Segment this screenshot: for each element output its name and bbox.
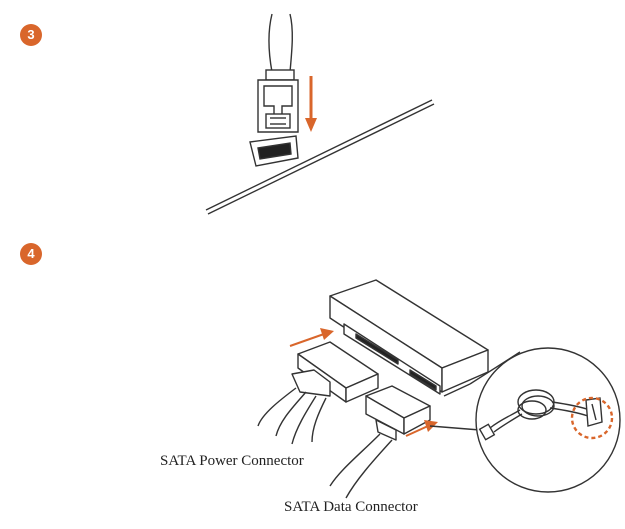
arrow-icon (305, 76, 317, 132)
zoom-callout (429, 347, 621, 493)
sata-data-caption: SATA Data Connector (284, 499, 418, 515)
step-4-badge: 4 (20, 243, 42, 265)
step-3-badge: 3 (20, 24, 42, 46)
sata-data-connector (329, 385, 431, 499)
sata-power-connector (257, 341, 379, 445)
sata-power-caption: SATA Power Connector (160, 453, 304, 469)
step-3-illustration (205, 13, 435, 215)
dashed-circle-icon (570, 396, 614, 440)
